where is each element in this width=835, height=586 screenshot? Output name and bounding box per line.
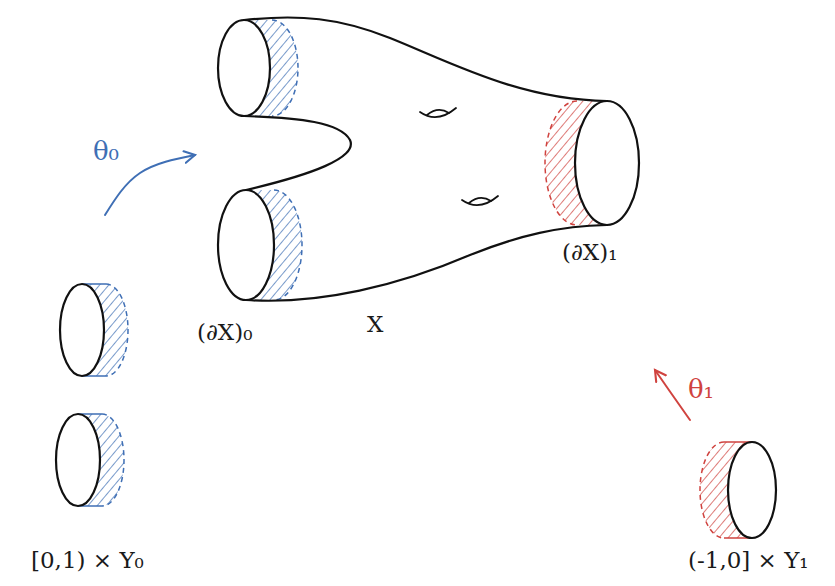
surface-outline-part bbox=[244, 116, 351, 190]
incoming-collar-cylinders-part bbox=[60, 284, 104, 376]
outgoing-collar-cylinder bbox=[700, 442, 776, 538]
outgoing-collar-hatching-part bbox=[545, 101, 577, 225]
cobordism-surface: X (∂X)₀ (∂X)₁ bbox=[195, 12, 660, 370]
outgoing-collar-cylinder-part bbox=[700, 442, 724, 538]
boundary-label: (∂X)₁ bbox=[562, 240, 617, 265]
map-arrow bbox=[655, 370, 690, 420]
incoming-collar-hatching-part bbox=[272, 20, 298, 116]
incoming-collar-hatching-part bbox=[274, 190, 302, 300]
incoming-collar-cylinders-part bbox=[78, 414, 102, 506]
genus-handles-part bbox=[420, 108, 456, 117]
genus-handles bbox=[420, 108, 498, 205]
outgoing-collar-cylinder-part bbox=[700, 442, 752, 538]
map-label: θ₀ bbox=[93, 137, 119, 166]
collar-label: (-1,0] × Y₁ bbox=[688, 548, 809, 573]
surface-name: X bbox=[367, 312, 383, 337]
map-label: θ₁ bbox=[688, 375, 714, 404]
incoming-collar-cylinders-part bbox=[106, 284, 128, 376]
surface-outline-part bbox=[575, 101, 639, 225]
collar-label: [0,1) × Y₀ bbox=[31, 548, 144, 573]
collar-region: [0,1) × Y₀ bbox=[25, 215, 155, 580]
surface-outline-part bbox=[218, 190, 274, 300]
incoming-collar-cylinders-part bbox=[82, 284, 106, 376]
incoming-collar-cylinders-part bbox=[56, 414, 100, 506]
genus-handles-part bbox=[462, 196, 498, 205]
incoming-collar-cylinders-part bbox=[102, 414, 124, 506]
genus-handles-part bbox=[427, 110, 449, 115]
surface-outline-part bbox=[246, 225, 607, 301]
surface-outline bbox=[218, 17, 639, 300]
surface-outline-part bbox=[244, 17, 607, 101]
boundary-label: (∂X)₀ bbox=[197, 320, 252, 345]
surface-outline-part bbox=[218, 20, 270, 116]
incoming-collar-cylinders bbox=[56, 284, 128, 506]
genus-handles-part bbox=[469, 198, 491, 203]
collar-region: (-1,0] × Y₁ bbox=[680, 420, 820, 580]
outgoing-collar-cylinder-part bbox=[728, 442, 776, 538]
